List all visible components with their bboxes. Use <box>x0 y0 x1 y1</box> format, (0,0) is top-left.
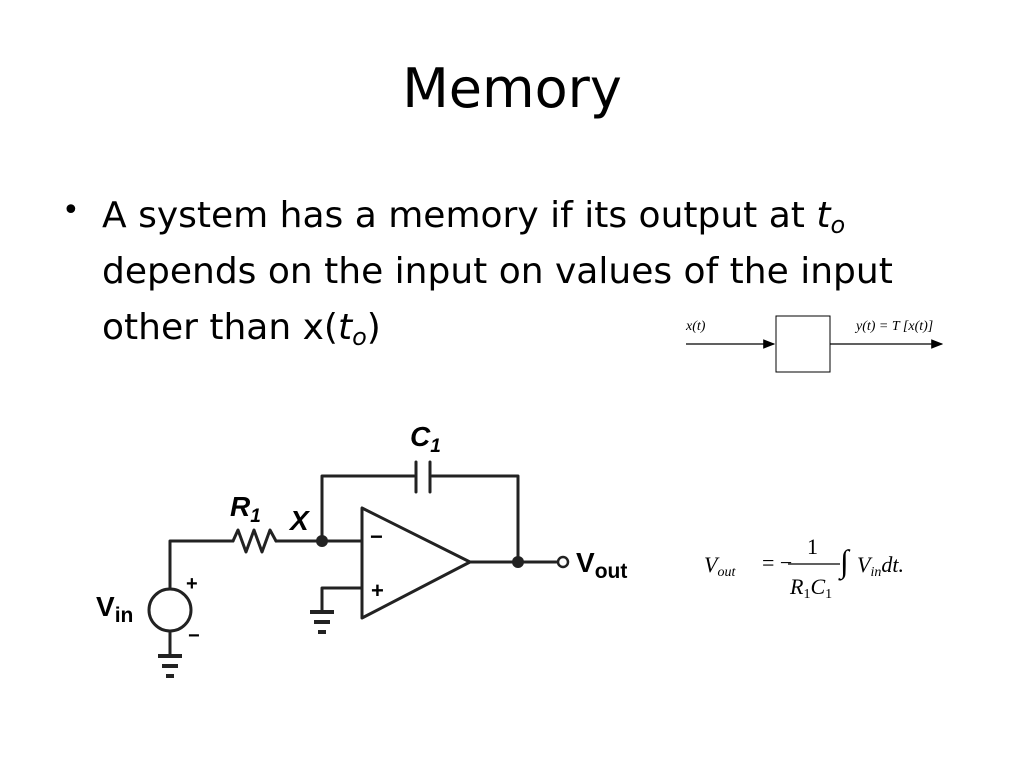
node-x-label: X <box>288 505 311 536</box>
eq-integral: ∫ <box>838 543 851 581</box>
bullet-dot: • <box>62 193 80 228</box>
noninverting-input-wire <box>320 586 364 612</box>
output-terminal <box>556 555 570 569</box>
ground-opamp-icon <box>310 610 334 634</box>
feedback-left-wire <box>320 474 416 543</box>
node-x-dot <box>316 535 328 547</box>
bullet-part1: A system has a memory if its output at <box>102 195 817 236</box>
opamp-minus: − <box>370 524 383 549</box>
vout-label: Vout <box>576 547 627 583</box>
integrator-equation: Vout = − 1 R1C1 ∫ Vindt. <box>704 534 904 602</box>
opamp-plus: + <box>371 578 384 603</box>
ground-source-icon <box>158 654 182 678</box>
source-plus: + <box>186 573 198 595</box>
eq-denominator: R1C1 <box>789 574 832 602</box>
bullet-part3: ) <box>366 307 381 348</box>
vin-source <box>147 587 193 633</box>
block-input-label: x(t) <box>685 319 706 334</box>
eq-lhs: Vout <box>704 552 736 580</box>
feedback-right-wire <box>430 474 520 564</box>
output-node-dot <box>512 556 524 568</box>
slide-title: Memory <box>402 57 622 120</box>
bullet-o2: o <box>352 323 367 351</box>
bullet-part2: depends on the input on values of the in… <box>102 251 893 348</box>
bullet-t2: t <box>337 307 353 348</box>
bullet-text: A system has a memory if its output at t… <box>102 188 982 356</box>
block-diagram: x(t) y(t) = T [x(t)] <box>685 315 944 373</box>
bullet-t: t <box>816 195 831 236</box>
bullet-o: o <box>830 211 846 239</box>
vin-label: Vin <box>96 591 133 627</box>
resistor-r1 <box>231 528 278 554</box>
opamp-triangle <box>360 506 472 620</box>
system-block <box>775 315 831 373</box>
integrator-circuit: − + + − C1 R1 X Vin Vout <box>96 421 627 678</box>
resistor-label: R1 <box>230 491 261 527</box>
eq-equals: = − <box>762 550 792 575</box>
eq-numerator: 1 <box>807 534 818 559</box>
source-top-wire <box>168 539 235 590</box>
eq-integrand: Vindt. <box>857 552 904 580</box>
block-output-label: y(t) = T [x(t)] <box>854 319 933 334</box>
capacitor-label: C1 <box>410 421 441 457</box>
source-minus: − <box>188 625 200 647</box>
